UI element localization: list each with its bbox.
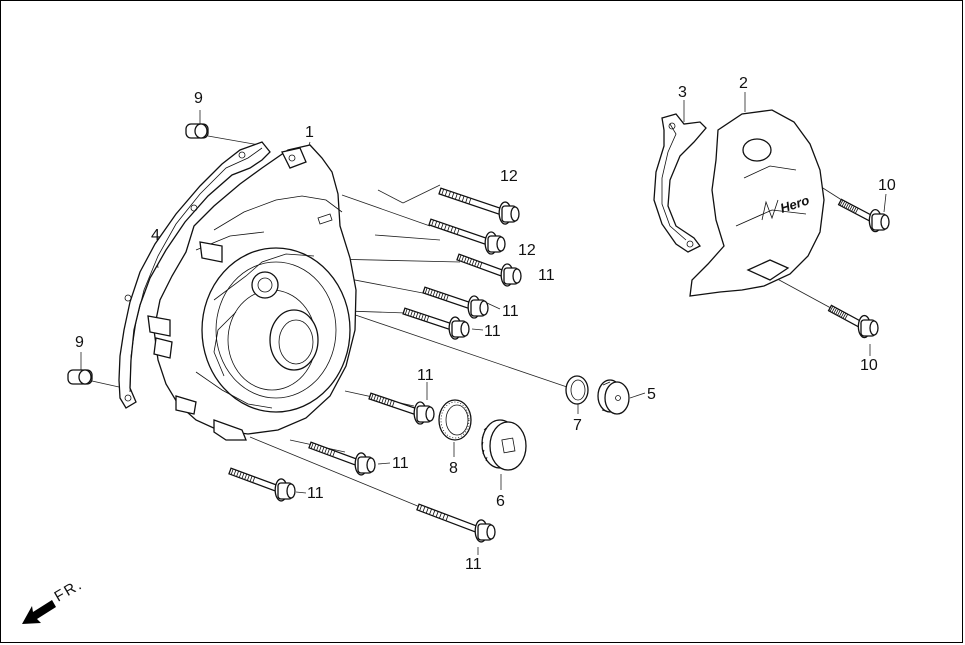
callout-11-row7: 11 xyxy=(465,556,482,573)
callout-9-lower: 9 xyxy=(75,334,84,351)
callout-9-upper: 9 xyxy=(194,90,203,107)
bolt-12-lower xyxy=(428,218,506,255)
callout-8: 8 xyxy=(449,460,458,477)
callout-11-row4: 11 xyxy=(417,367,434,384)
bolt-10-lower xyxy=(827,304,879,339)
front-direction-indicator: FR. xyxy=(22,576,86,624)
bolt-11-row5 xyxy=(308,441,376,476)
bolt-11-row6 xyxy=(228,467,296,502)
front-direction-label: FR. xyxy=(52,576,87,606)
callout-11-row6: 11 xyxy=(307,485,324,502)
bolt-11-row4 xyxy=(368,392,435,425)
bolt-11-row7 xyxy=(416,503,496,543)
rubber-plug xyxy=(597,379,630,415)
bolt-set xyxy=(228,187,890,543)
outer-cover: Hero xyxy=(689,109,825,297)
dowel-pin-lower xyxy=(67,369,93,385)
callout-1: 1 xyxy=(305,124,314,141)
bolt-12-upper xyxy=(438,187,520,225)
callout-12-upper: 12 xyxy=(500,168,518,185)
cover-inner-gasket xyxy=(653,113,707,253)
o-ring-large xyxy=(438,399,472,441)
gasket xyxy=(118,141,271,409)
o-ring-small xyxy=(565,375,589,405)
callout-2: 2 xyxy=(739,75,748,92)
callout-11-row3: 11 xyxy=(484,323,501,340)
callout-6: 6 xyxy=(496,493,505,510)
callout-12-lower: 12 xyxy=(518,242,536,259)
crankcase-cover xyxy=(147,144,357,441)
callout-11-row1: 11 xyxy=(538,267,555,284)
bolt-11-row3 xyxy=(402,307,470,340)
dowel-pin-upper xyxy=(185,123,209,139)
callout-3: 3 xyxy=(678,84,687,101)
bolt-11-row1 xyxy=(456,253,522,287)
callout-labels: 1 2 3 4 5 6 7 8 9 9 10 10 11 11 11 11 11… xyxy=(75,75,896,573)
callout-11-row2: 11 xyxy=(502,303,519,320)
callout-11-row5: 11 xyxy=(392,455,409,472)
callout-10-upper: 10 xyxy=(878,177,896,194)
callout-10-lower: 10 xyxy=(860,357,878,374)
callout-4: 4 xyxy=(151,227,160,244)
bolt-10-upper xyxy=(837,198,890,233)
bolt-11-row2 xyxy=(422,286,489,319)
front-arrow-icon xyxy=(22,600,56,624)
callout-7: 7 xyxy=(573,417,582,434)
threaded-plug xyxy=(481,419,527,471)
callout-5: 5 xyxy=(647,386,656,403)
